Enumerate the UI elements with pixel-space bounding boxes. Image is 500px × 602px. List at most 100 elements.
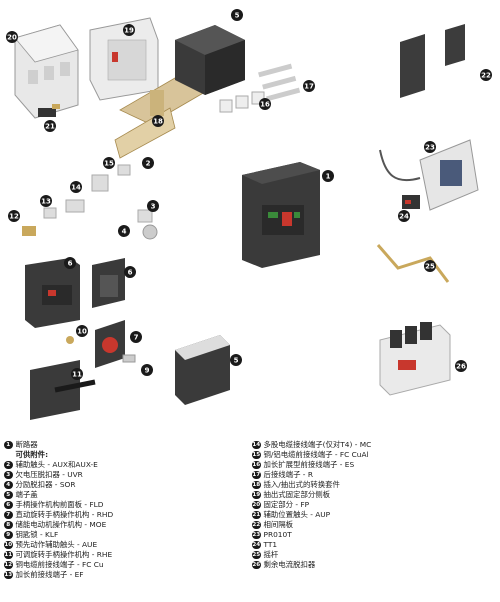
legend-label: 可调旋转手柄操作机构 - RHE — [15, 550, 113, 559]
crank-handle — [376, 244, 450, 283]
legend-label: 手柄操作机构前面板 - FLD — [15, 500, 104, 509]
legend-label: TT1 — [263, 540, 278, 549]
callout-badge: 4 — [118, 225, 130, 237]
svg-text:22: 22 — [481, 72, 491, 80]
callout-badge: 11 — [71, 368, 83, 380]
callout-badge: 20 — [6, 31, 18, 43]
svg-text:26: 26 — [456, 363, 466, 371]
legend-number: 20 — [252, 500, 261, 510]
small-accessories — [22, 164, 158, 240]
legend-label: 相间隔板 — [263, 520, 294, 529]
callout-badge: 6 — [64, 257, 76, 269]
callout-badge: 21 — [44, 120, 56, 132]
svg-text:24: 24 — [399, 213, 409, 221]
callout-badge: 5 — [230, 354, 242, 366]
aux-position-contact — [38, 104, 60, 117]
legend-label: 铜/铝电缆前接线端子 - FC CuAl — [263, 450, 369, 459]
legend-label: 辅助触头 - AUX和AUX-E — [15, 460, 98, 469]
legend-label: PR010T — [263, 530, 292, 539]
svg-text:14: 14 — [71, 184, 81, 192]
rotary-handle — [95, 320, 125, 368]
callout-badge: 1 — [322, 170, 334, 182]
svg-text:7: 7 — [134, 334, 139, 342]
legend-number: 18 — [252, 480, 261, 490]
rear-terminals — [258, 63, 301, 102]
legend-number: 19 — [252, 490, 261, 500]
svg-text:25: 25 — [425, 263, 435, 271]
legend-label: 摇杆 — [263, 550, 279, 559]
svg-text:3: 3 — [151, 203, 156, 211]
legend-label: 抽出式固定部分侧板 — [263, 490, 331, 499]
legend-label: 加长前接线端子 - EF — [15, 570, 84, 579]
callout-badge: 3 — [147, 200, 159, 212]
legend-number: 21 — [252, 510, 261, 520]
legend-number: 22 — [252, 520, 261, 530]
svg-text:16: 16 — [260, 101, 270, 109]
tt1-unit — [402, 195, 420, 209]
circuit-breaker — [242, 162, 320, 268]
callout-badge: 15 — [103, 157, 115, 169]
legend-label: 可供附件: — [15, 450, 49, 459]
callout-badge: 5 — [231, 9, 243, 21]
svg-text:13: 13 — [41, 198, 51, 206]
legend-number: 24 — [252, 540, 261, 550]
legend-number: 5 — [4, 490, 13, 500]
legend-number: 8 — [4, 520, 13, 530]
svg-text:6: 6 — [68, 260, 73, 268]
legend-number — [4, 451, 13, 460]
svg-text:23: 23 — [425, 144, 435, 152]
residual-current-release — [379, 322, 451, 396]
legend-number: 1 — [4, 440, 13, 450]
callout-badge: 16 — [259, 98, 271, 110]
svg-text:21: 21 — [45, 123, 55, 131]
legend-label: 直动旋转手柄操作机构 - RHD — [15, 510, 114, 519]
legend-number: 23 — [252, 530, 261, 540]
key-lock — [122, 354, 136, 363]
legend-number: 25 — [252, 550, 261, 560]
legend-number: 12 — [4, 560, 13, 570]
legend-number: 13 — [4, 570, 13, 580]
side-plate — [89, 17, 159, 101]
svg-text:19: 19 — [124, 27, 134, 35]
legend-number: 6 — [4, 500, 13, 510]
legend-number: 14 — [252, 440, 261, 450]
svg-text:4: 4 — [122, 228, 127, 236]
callout-badge: 10 — [76, 325, 88, 337]
svg-text:18: 18 — [153, 118, 163, 126]
svg-text:6: 6 — [128, 269, 133, 277]
spread-terminals — [219, 91, 265, 113]
adjustable-rotary-handle — [30, 360, 96, 420]
legend-label: 端子盖 — [15, 490, 38, 499]
legend-label: 分励脱扣器 - SOR — [15, 480, 76, 489]
front-panel — [92, 258, 125, 308]
svg-text:20: 20 — [7, 34, 17, 42]
motor-operator — [25, 258, 80, 328]
legend-label: 铜电缆前接线端子 - FC Cu — [15, 560, 104, 569]
callout-badge: 22 — [480, 69, 492, 81]
terminal-cover — [175, 25, 245, 95]
legend-label: 插入/抽出式的转换套件 — [263, 480, 340, 489]
legend-number: 17 — [252, 470, 261, 480]
svg-text:12: 12 — [9, 213, 19, 221]
svg-text:9: 9 — [145, 367, 150, 375]
callout-badge: 25 — [424, 260, 436, 272]
legend-number: 11 — [4, 550, 13, 560]
